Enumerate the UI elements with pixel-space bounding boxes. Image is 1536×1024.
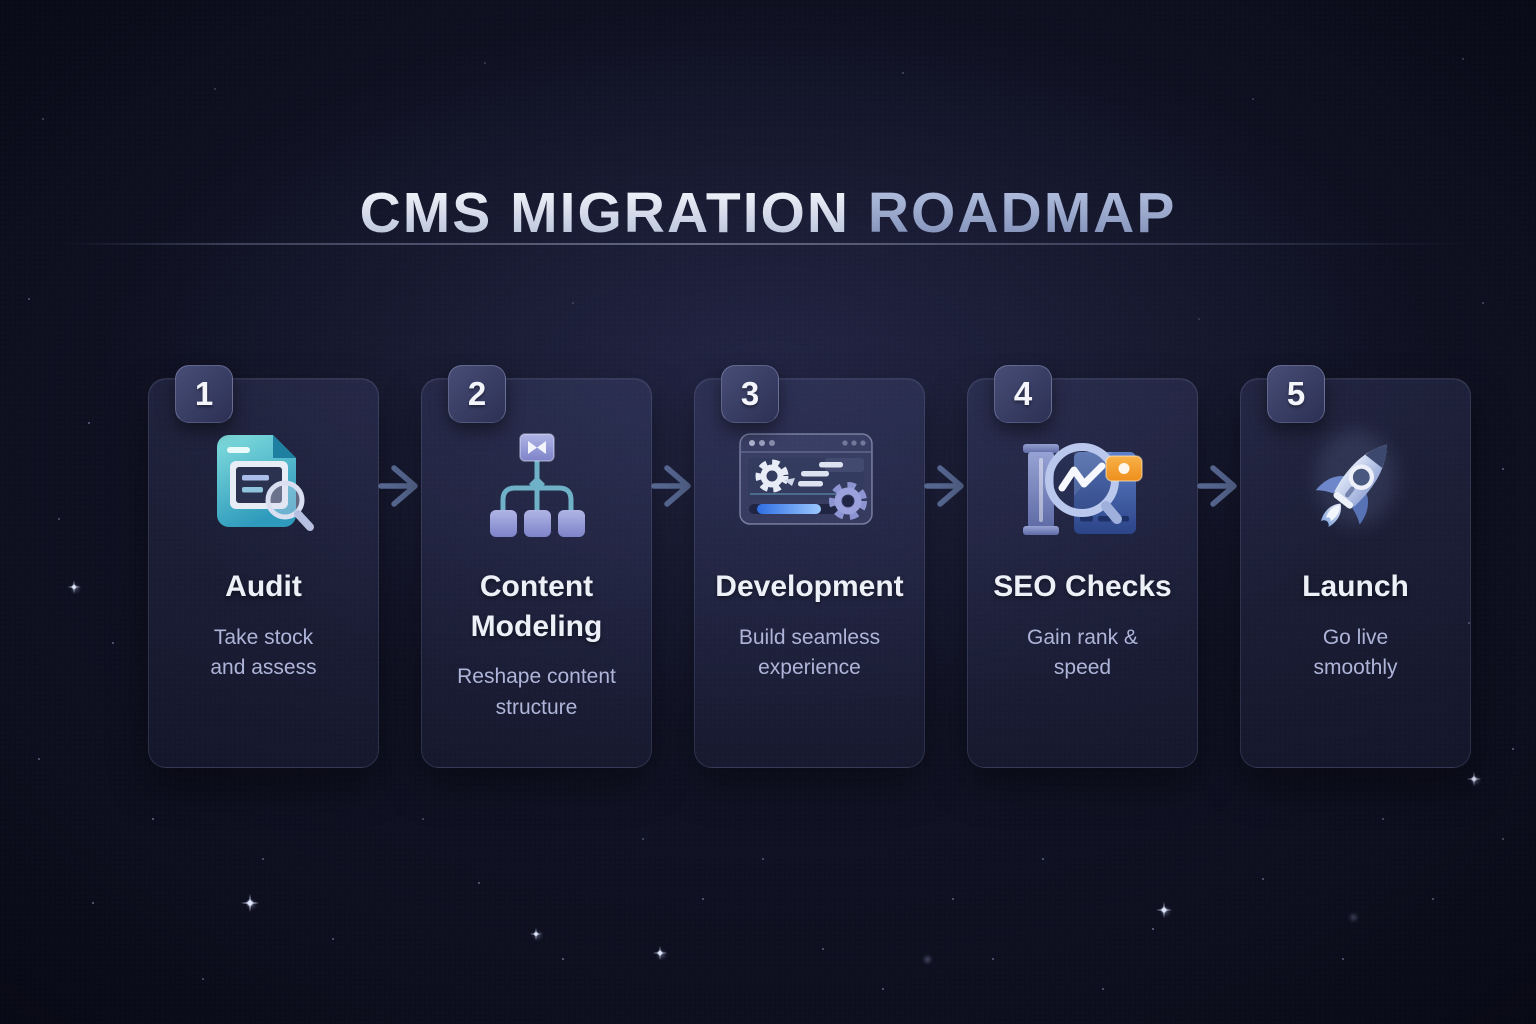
step-title: Development: [715, 570, 904, 603]
seo-magnifier-chart-icon: [968, 409, 1197, 559]
arrow-right-icon: [650, 456, 694, 516]
step-subtitle: Go live smoothly: [1313, 625, 1398, 680]
step-number-badge: 2: [448, 365, 506, 423]
page-title: CMS MIGRATION ROADMAP: [0, 180, 1536, 246]
arrow-right-icon: [1196, 456, 1240, 516]
sparkle-icon: [1155, 901, 1173, 919]
step-subtitle: Reshape content structure: [457, 665, 616, 719]
step-card-content-modeling: 2 Content Modeling Reshape: [421, 365, 652, 768]
step-number-badge: 4: [994, 365, 1052, 423]
sparkle-icon: [67, 580, 81, 594]
step-title: Launch: [1302, 570, 1409, 603]
arrow-right-icon: [377, 456, 421, 516]
arrow-right-icon: [923, 456, 967, 516]
audit-document-magnifier-icon: [149, 409, 378, 559]
step-subtitle: Take stock and assess: [210, 625, 317, 680]
step-subtitle: Build seamless experience: [738, 625, 881, 680]
step-card-seo-checks: 4: [967, 365, 1198, 768]
dev-browser-gears-icon: [695, 409, 924, 559]
step-number-badge: 5: [1267, 365, 1325, 423]
content-model-tree-icon: [422, 409, 651, 559]
rocket-icon: [1241, 409, 1470, 559]
page-title-primary: CMS MIGRATION: [359, 181, 851, 246]
step-card-audit: 1 Audit Take stock an: [148, 365, 379, 768]
step-card-development: 3: [694, 365, 925, 768]
step-number-badge: 3: [721, 365, 779, 423]
sparkle-icon: [1466, 771, 1482, 787]
sparkle-icon: [241, 894, 259, 912]
sparkle-icon: [529, 927, 543, 941]
step-title: SEO Checks: [993, 570, 1172, 603]
title-divider: [62, 243, 1474, 245]
step-number-badge: 1: [175, 365, 233, 423]
step-title: Content Modeling: [470, 570, 603, 643]
step-title: Audit: [225, 570, 302, 603]
page-title-secondary: ROADMAP: [867, 181, 1177, 246]
step-subtitle: Gain rank & speed: [1027, 625, 1138, 680]
sparkle-icon: [652, 945, 668, 961]
step-card-launch: 5: [1240, 365, 1471, 768]
star-field-glow: [0, 0, 3, 3]
